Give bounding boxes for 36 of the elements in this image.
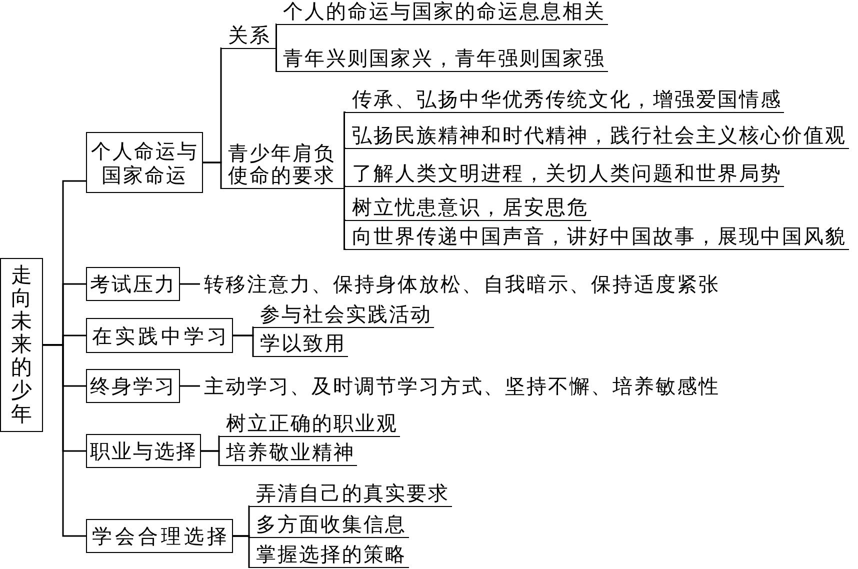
- connector-line: [233, 535, 250, 568]
- underlined-text: 个人的命运与国家的命运息息相关: [276, 0, 608, 25]
- underlined-text: 弄清自己的真实要求: [249, 482, 452, 507]
- topic-box: 学会合理选择: [86, 519, 233, 553]
- underlined-text: 树立忧患意识，居安思危: [345, 196, 590, 221]
- topic-box: 在实践中学习: [86, 318, 233, 353]
- underlined-text: 掌握选择的策略: [249, 543, 408, 568]
- connector-line: [233, 334, 254, 357]
- connector-line: [201, 450, 220, 466]
- underlined-text: 关系: [221, 24, 277, 49]
- connector-line: [180, 283, 201, 285]
- underlined-text: 传承、弘扬中华优秀传统文化，增强爱国情感: [345, 88, 784, 113]
- connector-line: [276, 48, 278, 72]
- connector-line: [276, 24, 278, 49]
- underlined-text: 学以致用: [253, 332, 348, 357]
- point-text: 主动学习、及时调节学习方式、坚持不懈、培养敏感性: [200, 375, 722, 397]
- connector-line: [344, 188, 346, 250]
- topic-box: 终身学习: [86, 369, 180, 403]
- underlined-text: 向世界传递中国声音，讲好中国故事，展现中国风貌: [345, 225, 848, 250]
- topic-box: 职业与选择: [86, 434, 201, 468]
- underlined-text: 参与社会实践活动: [253, 303, 434, 328]
- topic-box: 考试压力: [86, 267, 180, 301]
- connector-line: [344, 186, 346, 189]
- connector-line: [43, 344, 86, 537]
- topic-box: 个人命运与国家命运: [86, 132, 203, 193]
- underlined-text: 青少年肩负使命的要求: [221, 142, 345, 189]
- underlined-text: 弘扬民族精神和时代精神，践行社会主义核心价值观: [345, 124, 848, 149]
- underlined-text: 培养敬业精神: [219, 441, 357, 466]
- connector-line: [203, 162, 222, 189]
- underlined-text: 青年兴则国家兴，青年强则国家强: [276, 47, 608, 72]
- root-topic-box: 走向未来的少年: [0, 258, 43, 432]
- underlined-text: 多方面收集信息: [249, 513, 408, 538]
- underlined-text: 树立正确的职业观: [219, 412, 400, 437]
- underlined-text: 了解人类文明进程，关切人类问题和世界局势: [345, 162, 784, 187]
- point-text: 转移注意力、保持身体放松、自我暗示、保持适度紧张: [200, 273, 722, 295]
- connector-line: [180, 385, 201, 387]
